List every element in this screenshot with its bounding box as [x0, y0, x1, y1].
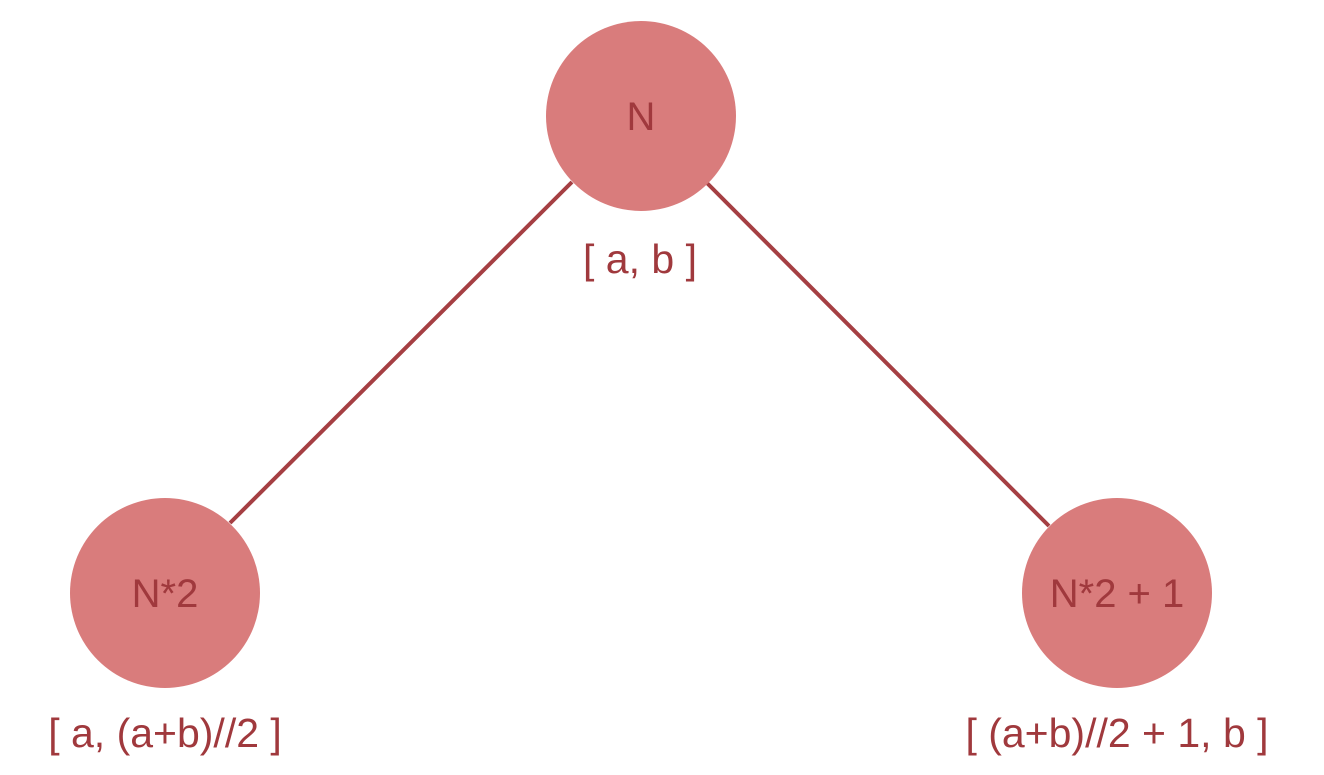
left-child-range-label: [ a, (a+b)//2 ]: [48, 710, 282, 756]
right-child-node-circle: [1022, 498, 1212, 688]
root-node-label: N: [627, 95, 656, 139]
left-child-node: N*2: [70, 498, 260, 688]
right-child-node: N*2 + 1: [1022, 498, 1212, 688]
right-child-node-label: N*2 + 1: [1050, 572, 1185, 616]
root-range-label: [ a, b ]: [583, 236, 697, 282]
edge-root-to-left-child: [228, 180, 574, 525]
right-child-range-label: [ (a+b)//2 + 1, b ]: [965, 710, 1268, 756]
left-child-node-label: N*2: [132, 572, 199, 616]
left-child-node-circle: [70, 498, 260, 688]
root-node: N: [546, 21, 736, 211]
edge-root-to-right-child: [704, 180, 1051, 528]
root-node-circle: [546, 21, 736, 211]
